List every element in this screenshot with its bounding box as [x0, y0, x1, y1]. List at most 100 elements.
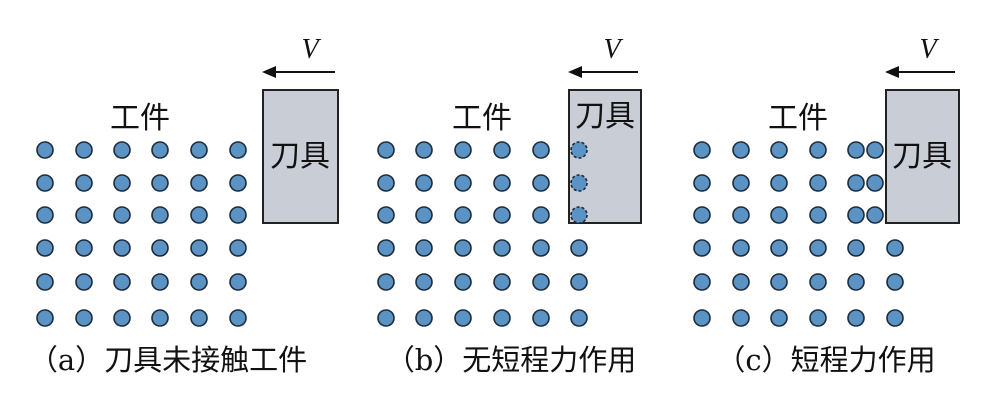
atom	[693, 174, 711, 192]
atom	[377, 273, 395, 291]
tool-c	[885, 89, 960, 224]
atom	[732, 239, 750, 257]
atom	[532, 309, 550, 327]
atom	[415, 174, 433, 192]
velocity-label-c: V	[919, 34, 939, 65]
atom	[151, 174, 169, 192]
atom	[190, 273, 208, 291]
atom	[732, 273, 750, 291]
atom	[847, 239, 865, 257]
atom	[770, 273, 788, 291]
atom	[415, 141, 433, 159]
atom	[377, 309, 395, 327]
atom	[770, 206, 788, 224]
atom	[229, 141, 247, 159]
panel-b: V 工件 刀具 （b）无短程力作用	[377, 34, 642, 377]
atom	[770, 141, 788, 159]
atom	[229, 273, 247, 291]
workpiece-label-c: 工件	[768, 101, 828, 136]
atom	[809, 174, 827, 192]
atom	[229, 309, 247, 327]
atom	[113, 239, 131, 257]
atom	[532, 174, 550, 192]
workpiece-atoms-a	[36, 141, 247, 327]
atom	[493, 273, 511, 291]
atom	[570, 239, 588, 257]
velocity-arrow-b	[568, 66, 638, 78]
atom	[770, 174, 788, 192]
atom-displaced	[866, 174, 884, 192]
atom	[732, 206, 750, 224]
workpiece-atoms-c	[693, 141, 904, 327]
tool-label-a: 刀具	[270, 139, 330, 174]
atom	[229, 239, 247, 257]
atom	[454, 206, 472, 224]
atom	[36, 174, 54, 192]
atom	[809, 141, 827, 159]
atom	[36, 206, 54, 224]
atom	[570, 309, 588, 327]
atom	[190, 141, 208, 159]
atom	[809, 273, 827, 291]
caption-c: （c）短程力作用	[716, 343, 935, 377]
atom	[415, 309, 433, 327]
atom	[847, 309, 865, 327]
tool-label-b: 刀具	[575, 99, 635, 134]
atom	[886, 273, 904, 291]
atom	[75, 239, 93, 257]
atom-overlapped	[570, 174, 588, 192]
atom	[886, 309, 904, 327]
atom	[454, 273, 472, 291]
atom	[377, 174, 395, 192]
atom	[693, 206, 711, 224]
atom	[75, 273, 93, 291]
atom	[229, 174, 247, 192]
atom	[75, 206, 93, 224]
atom	[377, 141, 395, 159]
atom	[493, 309, 511, 327]
atom	[732, 141, 750, 159]
atom	[36, 239, 54, 257]
atom	[732, 174, 750, 192]
atom	[36, 309, 54, 327]
atom	[190, 174, 208, 192]
atom	[847, 273, 865, 291]
atom	[493, 206, 511, 224]
atom-displaced	[866, 206, 884, 224]
atom	[886, 239, 904, 257]
atom	[151, 141, 169, 159]
atom	[532, 206, 550, 224]
atom	[809, 309, 827, 327]
atom	[454, 239, 472, 257]
atom	[151, 309, 169, 327]
atom	[809, 239, 827, 257]
atom	[113, 206, 131, 224]
atom	[454, 141, 472, 159]
atom	[151, 273, 169, 291]
atom	[732, 309, 750, 327]
atom	[809, 206, 827, 224]
atom	[693, 239, 711, 257]
atom	[415, 273, 433, 291]
velocity-arrow-c	[885, 66, 955, 78]
velocity-label-a: V	[301, 34, 321, 65]
atom	[847, 141, 865, 159]
atom	[532, 273, 550, 291]
atom	[190, 309, 208, 327]
atom	[377, 206, 395, 224]
workpiece-label-a: 工件	[110, 101, 170, 136]
atom	[770, 309, 788, 327]
atom	[693, 309, 711, 327]
atom	[190, 206, 208, 224]
velocity-arrow-a	[262, 66, 335, 78]
atom	[415, 206, 433, 224]
atom	[532, 141, 550, 159]
panel-c: V 工件 刀具 （c）短程力作用	[693, 34, 960, 377]
atom	[113, 309, 131, 327]
atom	[693, 273, 711, 291]
atom	[229, 206, 247, 224]
caption-b: （b）无短程力作用	[386, 343, 637, 377]
panel-a: V 工件 刀具 （a）刀具未接触工件	[29, 34, 339, 377]
atom	[570, 273, 588, 291]
